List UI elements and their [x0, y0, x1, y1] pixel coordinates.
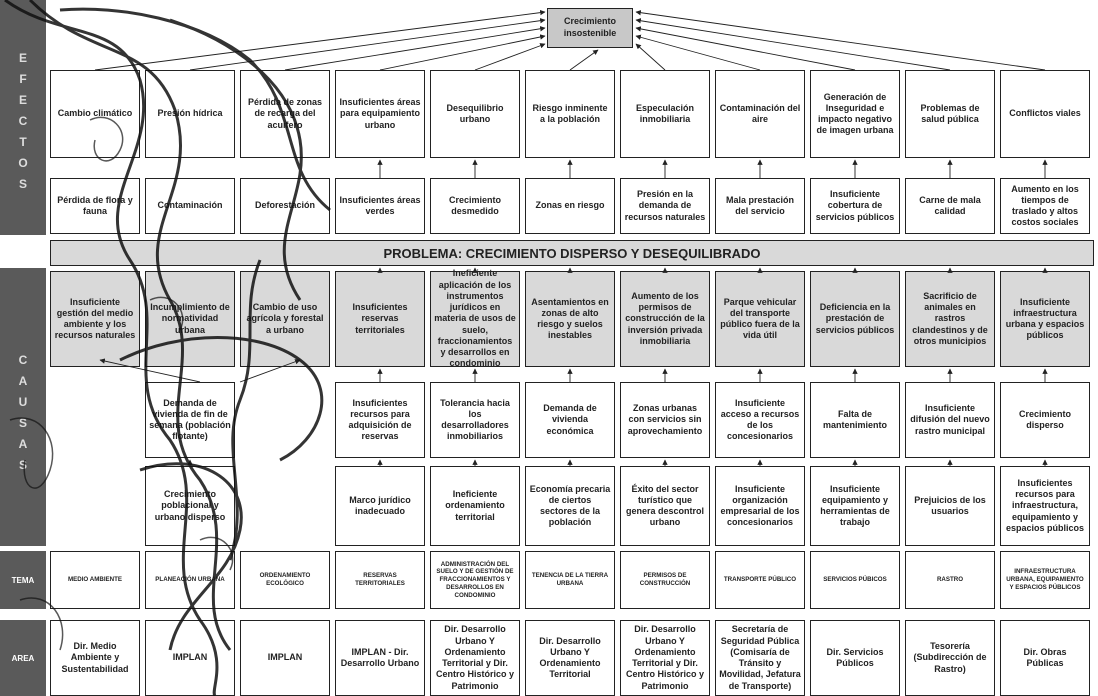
causes-row2-box-1: Demanda de vivienda de fin de semana (po…: [145, 382, 235, 458]
effects-row2-box-1: Pérdida de flora y fauna: [50, 178, 140, 234]
causes-row2-box-5: Zonas urbanas con servicios sin aprovech…: [620, 382, 710, 458]
top-effect-box: Crecimiento insostenible: [547, 8, 633, 48]
causes-row2-box-6: Insuficiente acceso a recursos de los co…: [715, 382, 805, 458]
row-label-area: AREA: [0, 620, 46, 696]
effects-row1-box-2: Presión hídrica: [145, 70, 235, 158]
effects-row2-box-3: Deforestación: [240, 178, 330, 234]
area-box-3: IMPLAN: [240, 620, 330, 696]
arrow-effect-to-top-11: [635, 10, 1046, 71]
causes-row2-box-9: Crecimiento disperso: [1000, 382, 1090, 458]
effects-row1-box-10: Problemas de salud pública: [905, 70, 995, 158]
causes-row1-box-5: Ineficiente aplicación de los instrument…: [430, 268, 520, 368]
causes-row3-box-6: Insuficiente organización empresarial de…: [715, 466, 805, 546]
tema-box-10: RASTRO: [905, 551, 995, 609]
problem-banner: PROBLEMA: CRECIMIENTO DISPERSO Y DESEQUI…: [50, 240, 1094, 266]
causes-row1-box-4: Insuficientes reservas territoriales: [335, 271, 425, 367]
area-box-7: Dir. Desarrollo Urbano Y Ordenamiento Te…: [620, 620, 710, 696]
causes-row2-box-8: Insuficiente difusión del nuevo rastro m…: [905, 382, 995, 458]
causes-row3-box-1: Crecimiento poblacional y urbano dispers…: [145, 466, 235, 546]
effects-row2-box-11: Aumento en los tiempos de traslado y alt…: [1000, 178, 1090, 234]
tema-box-1: MEDIO AMBIENTE: [50, 551, 140, 609]
area-box-10: Tesorería (Subdirección de Rastro): [905, 620, 995, 696]
arrow-effect-to-top-1: [94, 9, 546, 71]
causes-row3-box-8: Prejuicios de los usuarios: [905, 466, 995, 546]
causes-row1-box-2: Incumplimiento de normatividad urbana: [145, 271, 235, 367]
row-label-tema: TEMA: [0, 551, 46, 609]
causes-row1-box-11: Insuficiente infraestructura urbana y es…: [1000, 271, 1090, 367]
effects-row1-box-9: Generación de Inseguridad e impacto nega…: [810, 70, 900, 158]
arrow-effect-to-top-10: [635, 18, 951, 71]
effects-row2-box-4: Insuficientes áreas verdes: [335, 178, 425, 234]
causes-row3-box-9: Insuficientes recursos para infraestruct…: [1000, 466, 1090, 546]
effects-row2-box-5: Crecimiento desmedido: [430, 178, 520, 234]
effects-sidebar: E F E C T O S: [0, 0, 46, 235]
causes-row2-box-3: Tolerancia hacia los desarrolladores inm…: [430, 382, 520, 458]
effects-row1-box-3: Pérdida de zonas de recarga del acuífero: [240, 70, 330, 158]
area-box-2: IMPLAN: [145, 620, 235, 696]
effects-row1-box-8: Contaminación del aire: [715, 70, 805, 158]
arrow-effect-to-top-5: [474, 43, 546, 71]
tema-box-9: SERVICIOS PÚBICOS: [810, 551, 900, 609]
causes-row1-box-3: Cambio de uso agrícola y forestal a urba…: [240, 271, 330, 367]
arrow-effect-to-top-3: [284, 26, 546, 71]
tema-box-7: PERMISOS DE CONSTRUCCIÓN: [620, 551, 710, 609]
arrow-effect-to-top-2: [189, 18, 546, 71]
tema-box-4: RESERVAS TERRITORIALES: [335, 551, 425, 609]
causes-row3-box-3: Ineficiente ordenamiento territorial: [430, 466, 520, 546]
causes-row2-box-2: Insuficientes recursos para adquisición …: [335, 382, 425, 458]
causes-row3-box-4: Economía precaria de ciertos sectores de…: [525, 466, 615, 546]
arrow-effect-to-top-9: [635, 26, 856, 71]
causes-row3-box-5: Éxito del sector turístico que genera de…: [620, 466, 710, 546]
causes-row1-box-7: Aumento de los permisos de construcción …: [620, 271, 710, 367]
causes-sidebar-label: C A U S A S: [18, 353, 28, 472]
effects-row1-box-7: Especulación inmobiliaria: [620, 70, 710, 158]
effects-row1-box-1: Cambio climático: [50, 70, 140, 158]
causes-row3-box-7: Insuficiente equipamiento y herramientas…: [810, 466, 900, 546]
effects-sidebar-label: E F E C T O S: [18, 51, 28, 191]
effects-row1-box-4: Insuficientes áreas para equipamiento ur…: [335, 70, 425, 158]
area-box-4: IMPLAN - Dir. Desarrollo Urbano: [335, 620, 425, 696]
effects-row2-box-6: Zonas en riesgo: [525, 178, 615, 234]
area-box-1: Dir. Medio Ambiente y Sustentabilidad: [50, 620, 140, 696]
effects-row2-box-10: Carne de mala calidad: [905, 178, 995, 234]
area-box-8: Secretaría de Seguridad Pública (Comisar…: [715, 620, 805, 696]
tema-box-11: INFRAESTRUCTURA URBANA, EQUIPAMIENTO Y E…: [1000, 551, 1090, 609]
tema-box-6: TENENCIA DE LA TIERRA URBANA: [525, 551, 615, 609]
tema-box-3: ORDENAMIENTO ECOLÓGICO: [240, 551, 330, 609]
causes-row3-box-2: Marco jurídico inadecuado: [335, 466, 425, 546]
area-box-5: Dir. Desarrollo Urbano Y Ordenamiento Te…: [430, 620, 520, 696]
effects-row1-box-11: Conflictos viales: [1000, 70, 1090, 158]
causes-row1-box-1: Insuficiente gestión del medio ambiente …: [50, 271, 140, 367]
effects-row2-box-9: Insuficiente cobertura de servicios públ…: [810, 178, 900, 234]
area-box-11: Dir. Obras Públicas: [1000, 620, 1090, 696]
tema-box-5: ADMINISTRACIÓN DEL SUELO Y DE GESTIÓN DE…: [430, 551, 520, 609]
causes-row1-box-9: Deficiencia en la prestación de servicio…: [810, 271, 900, 367]
tema-box-8: TRANSPORTE PÚBLICO: [715, 551, 805, 609]
effects-row2-box-2: Contaminación: [145, 178, 235, 234]
arrow-effect-to-top-4: [379, 34, 546, 71]
causes-row1-box-10: Sacrificio de animales en rastros clande…: [905, 271, 995, 367]
effects-row1-box-5: Desequilibrio urbano: [430, 70, 520, 158]
effects-row2-box-8: Mala prestación del servicio: [715, 178, 805, 234]
area-box-6: Dir. Desarrollo Urbano Y Ordenamiento Te…: [525, 620, 615, 696]
causes-row2-box-7: Falta de mantenimiento: [810, 382, 900, 458]
tema-box-2: PLANEACIÓN URBANA: [145, 551, 235, 609]
causes-row1-box-8: Parque vehicular del transporte público …: [715, 271, 805, 367]
effects-row2-box-7: Presión en la demanda de recursos natura…: [620, 178, 710, 234]
causes-sidebar: C A U S A S: [0, 268, 46, 546]
area-box-9: Dir. Servicios Públicos: [810, 620, 900, 696]
causes-row1-box-6: Asentamientos en zonas de alto riesgo y …: [525, 271, 615, 367]
arrow-effect-to-top-6: [569, 49, 599, 71]
arrow-effect-to-top-7: [635, 43, 666, 71]
arrow-effect-to-top-8: [635, 34, 761, 71]
causes-row2-box-4: Demanda de vivienda económica: [525, 382, 615, 458]
effects-row1-box-6: Riesgo inminente a la población: [525, 70, 615, 158]
